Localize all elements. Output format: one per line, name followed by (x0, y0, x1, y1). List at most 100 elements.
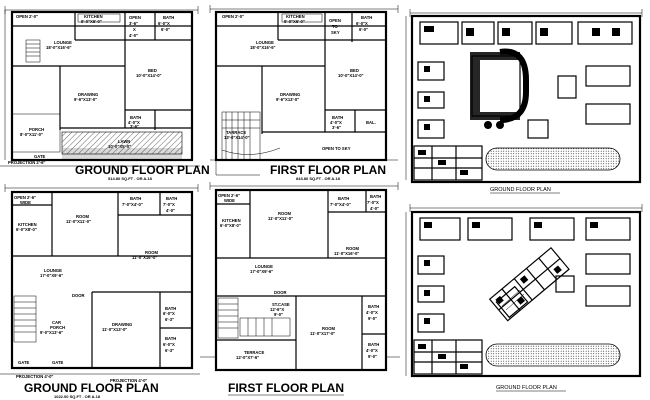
desk-cluster (470, 52, 520, 120)
label-bath3-dim2: 6'-3" (165, 317, 174, 322)
label-door: DOOR (72, 293, 85, 298)
label-bath2-dim: 7'-0"X (163, 202, 175, 207)
label-bath2-dim2: 3'-6" (130, 124, 139, 129)
staircase-2 (221, 111, 261, 161)
plan-title-3: GROUND FLOOR PLAN (24, 381, 159, 395)
plan-ground-floor-1: OPEN 2'-0" KITCHEN 9'-0"X6'-0" OPEN 3'-6… (0, 6, 210, 181)
label-bath2-dim: 4'-0"X (128, 120, 140, 125)
label-bed: BED (350, 68, 359, 73)
plan-first-floor-1: OPEN 2'-0" KITCHEN 9'-0"X6'-0" OPEN TO S… (209, 5, 399, 181)
label-open-wide: WIDE (20, 200, 31, 205)
label-bath: BATH (130, 196, 141, 201)
label-room2: ROOM (145, 250, 159, 255)
label-room2-dim: 11'-0"X16'-0" (334, 251, 359, 256)
plan-area-3: 1022.00 SQ.FT . OR A.18 (54, 394, 101, 399)
label-bath2-dim: 7'-0"X (367, 200, 379, 205)
label-bath-dim: 7'-0"X4'-0" (330, 202, 351, 207)
label-drawing-dim: 9'-6"X13'-0" (276, 97, 299, 102)
label-bath3: BATH (165, 306, 176, 311)
label-bath2: BATH (332, 115, 343, 120)
label-drawing-dim: 9'-6"X13'-0" (74, 97, 97, 102)
label-gate: GATE (18, 360, 30, 365)
label-kitchen: KITCHEN (84, 14, 103, 19)
plan-ground-floor-2: OPEN 2'-6" WIDE ROOM 11'-0"X11'-0" BATH … (0, 184, 200, 399)
plan2-labels: OPEN 2'-0" KITCHEN 9'-0"X6'-0" OPEN TO S… (222, 14, 386, 181)
label-kitchen-dim: 6'-0"X8'-0" (220, 223, 241, 228)
label-projection: PROJECTION 2'-6" (8, 160, 45, 165)
label-bath2-dim2: 4'-0" (370, 206, 379, 211)
label-bath4-dim2: 9'-0" (368, 354, 377, 359)
label-lawn: LAWN (118, 139, 130, 144)
label-bath4-dim: 6'-0"X (163, 342, 175, 347)
label-stcase: ST.CASE (272, 302, 290, 307)
label-bath3: BATH (368, 304, 379, 309)
label-lounge-dim: 17'-0"X9'-6" (250, 269, 273, 274)
label-bath2: BATH (370, 194, 381, 199)
label-kitchen: KITCHEN (18, 222, 37, 227)
label-bath4: BATH (368, 342, 379, 347)
label-lounge: LOUNGE (44, 268, 62, 273)
diagonal-desk-cluster (488, 246, 570, 322)
label-balcony: BAL. (366, 120, 376, 125)
label-lounge-dim: 18'-0"X16'-6" (250, 45, 276, 50)
label-porch-dim: 8'-0"X11'-0" (20, 132, 43, 137)
label-kitchen-dim: 6'-0"X8'-0" (16, 227, 37, 232)
label-bed-dim: 10'-0"X14'-0" (338, 73, 364, 78)
label-open2-to: TO (332, 24, 338, 29)
label-bath-dim: 6'-0"X (356, 21, 368, 26)
label-kitchen-dim: 9'-0"X6'-0" (284, 19, 305, 24)
label-bath4: BATH (165, 336, 176, 341)
label-open2: OPEN (329, 18, 341, 23)
plan4-labels: OPEN 2'-6" WIDE ROOM 11'-0"X11'-0" BATH … (218, 193, 381, 396)
label-gate: GATE (34, 154, 46, 159)
label-kitchen: KITCHEN (222, 218, 241, 223)
label-room-dim: 11'-0"X11'-0" (268, 216, 293, 221)
label-room: ROOM (278, 211, 292, 216)
label-bath-dim: 7'-0"X4'-0" (122, 202, 143, 207)
label-stcase-dim: 12'-6"X (270, 307, 284, 312)
label-open2-sky: SKY (331, 30, 340, 35)
label-car: CAR (52, 320, 61, 325)
label-room-dim: 11'-0"X11'-0" (66, 219, 91, 224)
label-terrace: TERRACE (244, 350, 264, 355)
label-projection2: PROJECTION 4'-0" (110, 378, 147, 383)
diagonal-stair (495, 285, 529, 319)
label-lounge: LOUNGE (256, 40, 274, 45)
label-room3: ROOM (322, 326, 336, 331)
label-room2: ROOM (346, 246, 360, 251)
lounge-area-oval-2 (485, 343, 621, 367)
label-lounge-dim: 18'-0"X16'-6" (46, 45, 72, 50)
plan-title-1: GROUND FLOOR PLAN (75, 163, 210, 177)
label-bath2: BATH (130, 115, 141, 120)
label-terrace-dim: 13'-0"X14'-0" (224, 135, 250, 140)
plan-title-6: GROUND FLOOR PLAN (496, 385, 557, 391)
label-drawing: DRAWING (280, 92, 300, 97)
label-bath2-dim: 4'-0"X (330, 120, 342, 125)
label-bath2-dim2: 3'-6" (332, 125, 341, 130)
label-open2-x: X (133, 27, 136, 32)
label-bath-dim: 6'-0"X (158, 21, 170, 26)
label-stcase-dim2: 9'-0" (274, 312, 283, 317)
plan-layout-2: GROUND FLOOR PLAN (405, 204, 643, 392)
plan-title-4: FIRST FLOOR PLAN (228, 381, 344, 395)
staircase-4 (217, 297, 291, 339)
label-bath: BATH (361, 15, 372, 20)
lawn-area (61, 131, 183, 155)
label-room: ROOM (76, 214, 90, 219)
label-porch: PORCH (29, 127, 44, 132)
label-kitchen: KITCHEN (286, 14, 305, 19)
label-drawing: DRAWING (78, 92, 98, 97)
label-kitchen-dim: 9'-0"X6'-0" (81, 19, 102, 24)
label-open: OPEN 2'-6" (218, 193, 240, 198)
label-car-porch: PORCH (50, 325, 65, 330)
label-bath4-dim2: 6'-3" (165, 348, 174, 353)
label-open-to-sky: OPEN TO SKY (322, 146, 351, 151)
label-lounge: LOUNGE (255, 264, 273, 269)
plan-first-floor-2: OPEN 2'-6" WIDE ROOM 11'-0"X11'-0" BATH … (200, 182, 400, 396)
label-bath2-dim2: 4'-0" (166, 208, 175, 213)
label-bed: BED (148, 68, 157, 73)
label-projection: PROJECTION 4'-0" (16, 374, 53, 379)
plan-layout-1: GROUND FLOOR PLAN (405, 9, 643, 194)
label-car-dim: 9'-0"X13'-6" (40, 330, 63, 335)
label-bath3-dim: 6'-0"X (163, 311, 175, 316)
